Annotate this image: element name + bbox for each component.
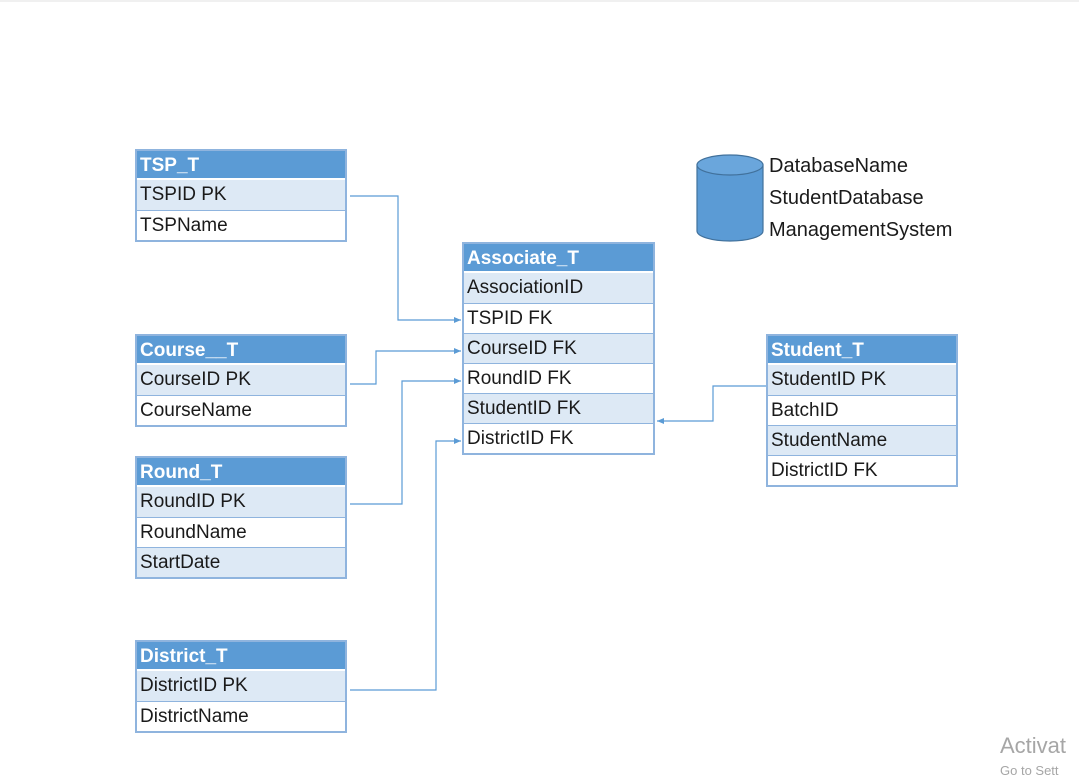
entity-tsp-table[interactable]: TSP_T TSPID PK TSPName	[135, 149, 347, 242]
database-info-line: StudentDatabase	[769, 187, 924, 209]
entity-title: Student_T	[768, 336, 956, 365]
entity-round-table[interactable]: Round_T RoundID PK RoundName StartDate	[135, 456, 347, 579]
watermark-line-2: Go to Sett	[1000, 763, 1059, 778]
entity-field: RoundName	[137, 517, 345, 547]
entity-title: Round_T	[137, 458, 345, 487]
entity-student-table[interactable]: Student_T StudentID PK BatchID StudentNa…	[766, 334, 958, 487]
entity-field: TSPID FK	[464, 303, 653, 333]
activation-watermark: Activat Go to Sett	[1000, 732, 1066, 782]
entity-field: StudentName	[768, 425, 956, 455]
entity-title: TSP_T	[137, 151, 345, 180]
entity-field: TSPID PK	[137, 180, 345, 210]
entity-field: StartDate	[137, 547, 345, 577]
connector-round-to-associate	[350, 378, 461, 505]
entity-field: TSPName	[137, 210, 345, 240]
database-cylinder-icon	[696, 154, 764, 242]
entity-field: StudentID FK	[464, 393, 653, 423]
entity-field: DistrictID FK	[464, 423, 653, 453]
entity-field: CourseID FK	[464, 333, 653, 363]
entity-field: AssociationID	[464, 273, 653, 303]
entity-title: Associate_T	[464, 244, 653, 273]
database-info: DatabaseName StudentDatabase ManagementS…	[769, 150, 999, 246]
connector-district-to-associate	[350, 438, 461, 691]
entity-field: DistrictName	[137, 701, 345, 731]
connector-tsp-to-associate	[350, 195, 461, 323]
entity-field: DistrictID FK	[768, 455, 956, 485]
entity-field: CourseName	[137, 395, 345, 425]
entity-field: CourseID PK	[137, 365, 345, 395]
entity-course-table[interactable]: Course__T CourseID PK CourseName	[135, 334, 347, 427]
entity-field: StudentID PK	[768, 365, 956, 395]
entity-field: RoundID FK	[464, 363, 653, 393]
entity-associate-table[interactable]: Associate_T AssociationID TSPID FK Cours…	[462, 242, 655, 455]
entity-field: DistrictID PK	[137, 671, 345, 701]
connector-student-to-associate	[657, 385, 768, 424]
entity-title: District_T	[137, 642, 345, 671]
watermark-line-1: Activat	[1000, 733, 1067, 758]
entity-field: BatchID	[768, 395, 956, 425]
entity-district-table[interactable]: District_T DistrictID PK DistrictName	[135, 640, 347, 733]
database-info-line: DatabaseName	[769, 155, 908, 177]
connector-course-to-associate	[350, 348, 461, 385]
entity-field: RoundID PK	[137, 487, 345, 517]
database-info-line: ManagementSystem	[769, 219, 953, 241]
top-border-line	[0, 0, 1079, 2]
entity-title: Course__T	[137, 336, 345, 365]
